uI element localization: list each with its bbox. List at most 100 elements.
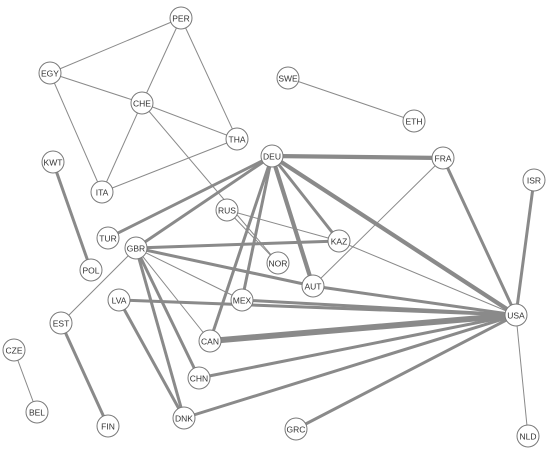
node-circle xyxy=(79,258,103,282)
edge-nld-usa xyxy=(515,314,529,437)
edge-deu-mex xyxy=(240,154,274,302)
node-label: CHN xyxy=(190,374,208,384)
node-circle xyxy=(90,180,114,204)
edge-deu-gbr xyxy=(134,154,274,250)
node-fin: FIN xyxy=(96,414,120,438)
edge-kwt-pol xyxy=(51,160,93,272)
node-label: RUS xyxy=(218,206,236,216)
node-label: ISR xyxy=(527,176,541,186)
edge-rus-nor xyxy=(226,209,279,264)
node-circle xyxy=(187,366,211,390)
node-label: CAN xyxy=(201,337,219,347)
node-swe: SWE xyxy=(276,66,300,90)
edge-egy-che xyxy=(49,72,143,104)
edge-deu-kaz xyxy=(270,154,341,243)
node-label: EST xyxy=(53,319,70,329)
node-label: USA xyxy=(507,311,525,321)
node-nld: NLD xyxy=(516,424,540,448)
node-mex: MEX xyxy=(230,288,254,312)
edge-lva-usa xyxy=(117,298,518,317)
node-circle xyxy=(2,338,26,362)
edge-gbr-aut xyxy=(134,246,315,288)
edge-can-usa xyxy=(207,312,519,344)
node-est: EST xyxy=(49,311,73,335)
edge-deu-can xyxy=(208,154,274,343)
node-tha: THA xyxy=(225,127,249,151)
node-chn: CHN xyxy=(187,366,211,390)
node-label: KAZ xyxy=(331,237,348,247)
edge-che-tha xyxy=(141,102,238,140)
node-nor: NOR xyxy=(266,251,290,275)
edge-per-che xyxy=(141,17,182,104)
node-circle xyxy=(266,251,290,275)
node-label: LVA xyxy=(112,296,127,306)
node-circle xyxy=(41,150,65,174)
node-circle xyxy=(516,424,540,448)
edge-gbr-chn xyxy=(134,246,201,380)
node-rus: RUS xyxy=(215,198,239,222)
node-circle xyxy=(38,61,62,85)
edge-aut-usa xyxy=(311,284,518,317)
node-can: CAN xyxy=(198,329,222,353)
node-circle xyxy=(198,329,222,353)
edge-fra-usa xyxy=(441,156,518,317)
node-gbr: GBR xyxy=(124,236,148,260)
node-label: DNK xyxy=(175,414,193,424)
node-label: GRC xyxy=(287,425,306,435)
node-label: PER xyxy=(172,14,189,24)
node-label: FIN xyxy=(101,422,115,432)
node-circle xyxy=(169,6,193,30)
node-label: POL xyxy=(82,266,99,276)
node-kaz: KAZ xyxy=(327,229,351,253)
node-label: BEL xyxy=(29,408,45,418)
node-bel: BEL xyxy=(25,400,49,424)
node-circle xyxy=(522,168,546,192)
node-circle xyxy=(215,198,239,222)
edge-ita-tha xyxy=(101,138,238,193)
node-circle xyxy=(327,229,351,253)
edge-isr-usa xyxy=(514,178,536,317)
edge-gbr-kaz xyxy=(134,239,341,250)
edge-gbr-mex xyxy=(135,247,243,301)
node-circle xyxy=(96,226,120,250)
node-lva: LVA xyxy=(107,288,131,312)
edge-kaz-usa xyxy=(338,240,517,316)
node-circle xyxy=(230,288,254,312)
node-circle xyxy=(276,66,300,90)
node-fra: FRA xyxy=(431,146,455,170)
node-circle xyxy=(130,91,154,115)
node-circle xyxy=(124,236,148,260)
node-kwt: KWT xyxy=(41,150,65,174)
node-pol: POL xyxy=(79,258,103,282)
edge-dnk-usa xyxy=(182,313,518,420)
node-cze: CZE xyxy=(2,338,26,362)
node-circle xyxy=(172,406,196,430)
node-ita: ITA xyxy=(90,180,114,204)
node-circle xyxy=(504,303,528,327)
edge-deu-aut xyxy=(269,153,316,289)
node-egy: EGY xyxy=(38,61,62,85)
edge-est-fin xyxy=(59,321,110,428)
node-circle xyxy=(402,109,426,133)
edge-layer xyxy=(13,17,536,437)
edge-deu-usa xyxy=(269,153,519,318)
node-label: CHE xyxy=(133,99,151,109)
node-circle xyxy=(25,400,49,424)
node-isr: ISR xyxy=(522,168,546,192)
node-circle xyxy=(301,274,325,298)
node-circle xyxy=(96,414,120,438)
edge-gbr-can xyxy=(135,247,211,342)
edge-gbr-dnk xyxy=(134,246,186,420)
edge-grc-usa xyxy=(294,313,518,431)
node-circle xyxy=(284,417,308,441)
node-label: GBR xyxy=(127,244,145,254)
node-label: CZE xyxy=(6,346,23,356)
node-label: THA xyxy=(229,135,246,145)
node-aut: AUT xyxy=(301,274,325,298)
node-circle xyxy=(49,311,73,335)
node-usa: USA xyxy=(504,303,528,327)
node-per: PER xyxy=(169,6,193,30)
edge-che-ita xyxy=(101,102,143,193)
